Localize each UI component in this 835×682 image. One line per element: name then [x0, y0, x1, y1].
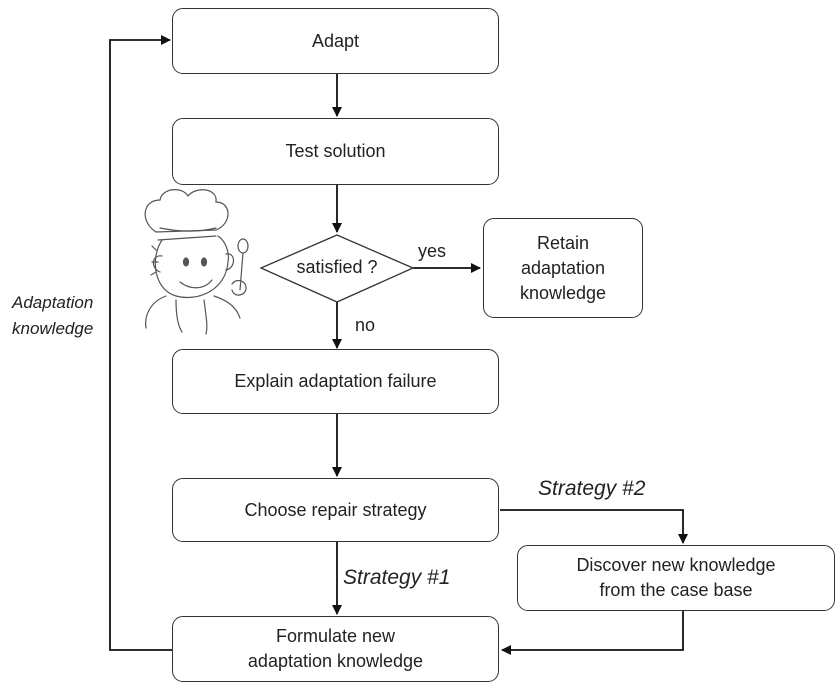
- decision-diamond: [259, 234, 415, 303]
- arrow-strategy2: [500, 509, 688, 544]
- retain-box: Retain adaptation knowledge: [483, 218, 643, 318]
- formulate-label: Formulate new adaptation knowledge: [247, 626, 424, 671]
- adapt-label: Adapt: [311, 30, 360, 51]
- arrow-loop: [109, 35, 172, 651]
- arrow-discover-formulate: [501, 611, 684, 655]
- adapt-box: Adapt: [172, 8, 499, 74]
- explain-label: Explain adaptation failure: [234, 371, 437, 391]
- choose-strategy-box: Choose repair strategy: [172, 478, 499, 542]
- decision-label: satisfied ?: [296, 257, 378, 277]
- chef-icon: [144, 189, 249, 335]
- discover-box: Discover new knowledge from the case bas…: [517, 545, 835, 611]
- discover-label: Discover new knowledge from the case bas…: [576, 555, 776, 600]
- choose-strategy-label: Choose repair strategy: [244, 499, 427, 520]
- test-solution-box: Test solution: [172, 118, 499, 185]
- loop-label: Adaptation knowledge: [12, 293, 94, 338]
- strategy-2-label: Strategy #2: [538, 477, 646, 500]
- explain-box: Explain adaptation failure: [172, 349, 499, 414]
- retain-label: Retain adaptation knowledge: [519, 232, 607, 303]
- no-label: no: [355, 315, 376, 335]
- formulate-box: Formulate new adaptation knowledge: [172, 616, 499, 682]
- strategy-1-label: Strategy #1: [343, 566, 451, 589]
- test-solution-label: Test solution: [285, 141, 386, 161]
- yes-label: yes: [418, 241, 447, 261]
